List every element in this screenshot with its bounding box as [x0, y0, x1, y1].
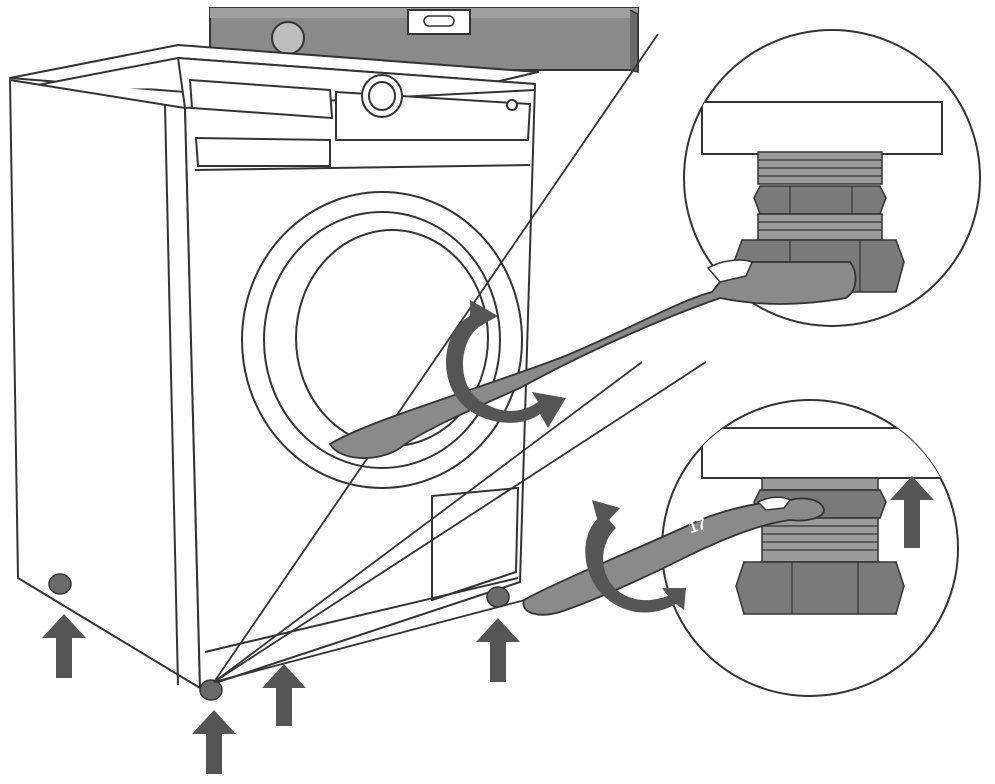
wrench-17-label: 17 — [686, 516, 708, 538]
up-arrow-icon — [476, 618, 520, 682]
foot-rear-left — [48, 573, 72, 595]
detail-circle-top — [683, 29, 981, 327]
detail-circle-bottom — [661, 399, 959, 697]
foot-front-left — [199, 679, 223, 701]
foot-front-right — [486, 586, 510, 608]
rotate-arrow-icon — [585, 500, 686, 613]
up-arrow-icon — [890, 476, 934, 548]
machine-feet — [48, 573, 510, 701]
wrench-22: 22 — [328, 259, 857, 459]
up-arrow-icon — [192, 710, 236, 774]
up-arrow-icon — [42, 614, 86, 678]
callout-lines — [213, 33, 707, 683]
up-arrow-icon — [262, 664, 306, 726]
wrench-22-label: 22 — [625, 280, 657, 312]
rotate-arrow-icon — [445, 300, 566, 428]
